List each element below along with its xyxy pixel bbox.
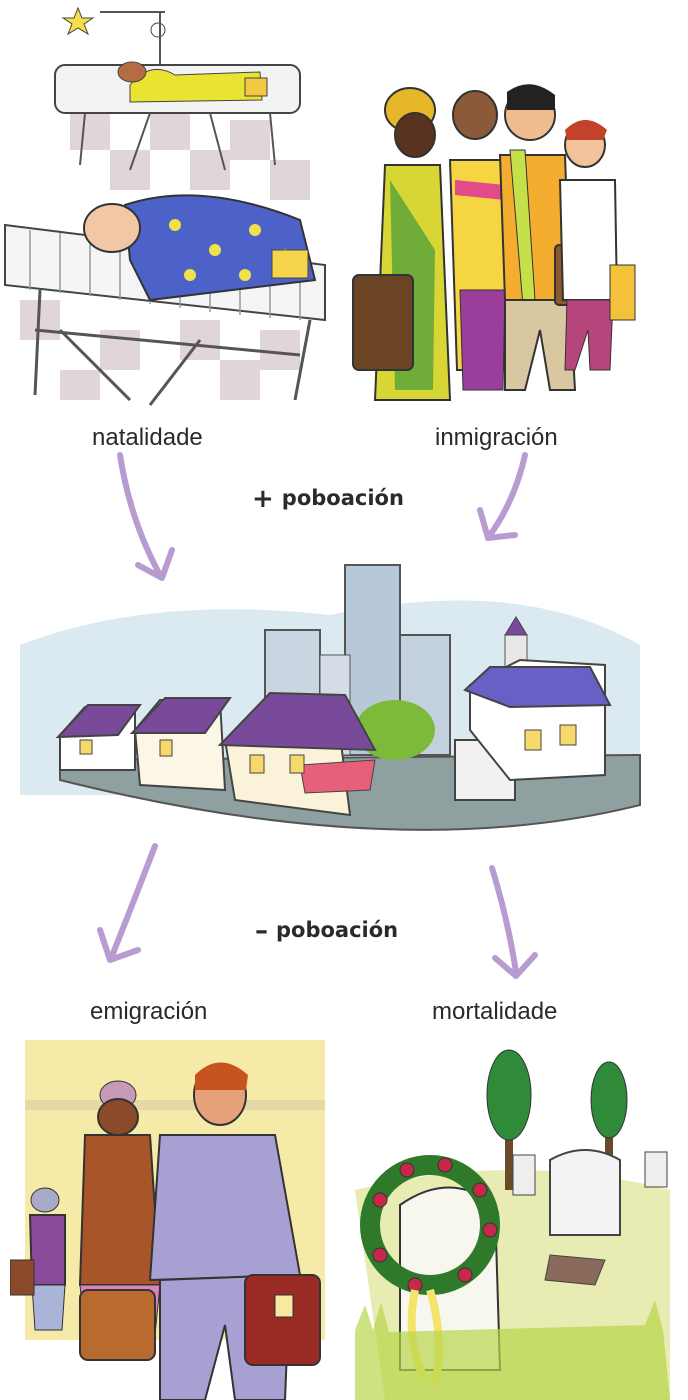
city-image [20, 564, 641, 831]
immigrants-image [352, 84, 636, 401]
population-decrease: –poboación [255, 916, 398, 946]
inmigracion-illustration [345, 70, 645, 415]
arrow-city-to-mortalidade [489, 865, 538, 979]
minus-icon: – [255, 916, 268, 946]
cribs-image [4, 6, 326, 406]
label-natalidade: natalidade [92, 424, 203, 451]
cemetery-image [355, 1049, 670, 1400]
arrow-city-to-emigracion [97, 843, 158, 963]
label-inmigracion: inmigración [435, 424, 558, 451]
natalidade-illustration [0, 0, 345, 412]
population-increase-label: poboación [281, 486, 404, 510]
plus-icon: + [252, 484, 274, 514]
city-illustration [0, 555, 688, 855]
mortalidade-illustration [345, 1040, 675, 1400]
label-emigracion: emigración [90, 998, 208, 1025]
label-mortalidade: mortalidade [432, 998, 558, 1025]
emigrants-image [10, 1040, 325, 1400]
population-decrease-label: poboación [276, 918, 399, 942]
emigracion-illustration [10, 1035, 340, 1400]
arrow-natalidade-to-city [117, 452, 175, 581]
population-increase: + poboación [252, 484, 404, 514]
arrow-inmigracion-to-city [477, 452, 528, 541]
